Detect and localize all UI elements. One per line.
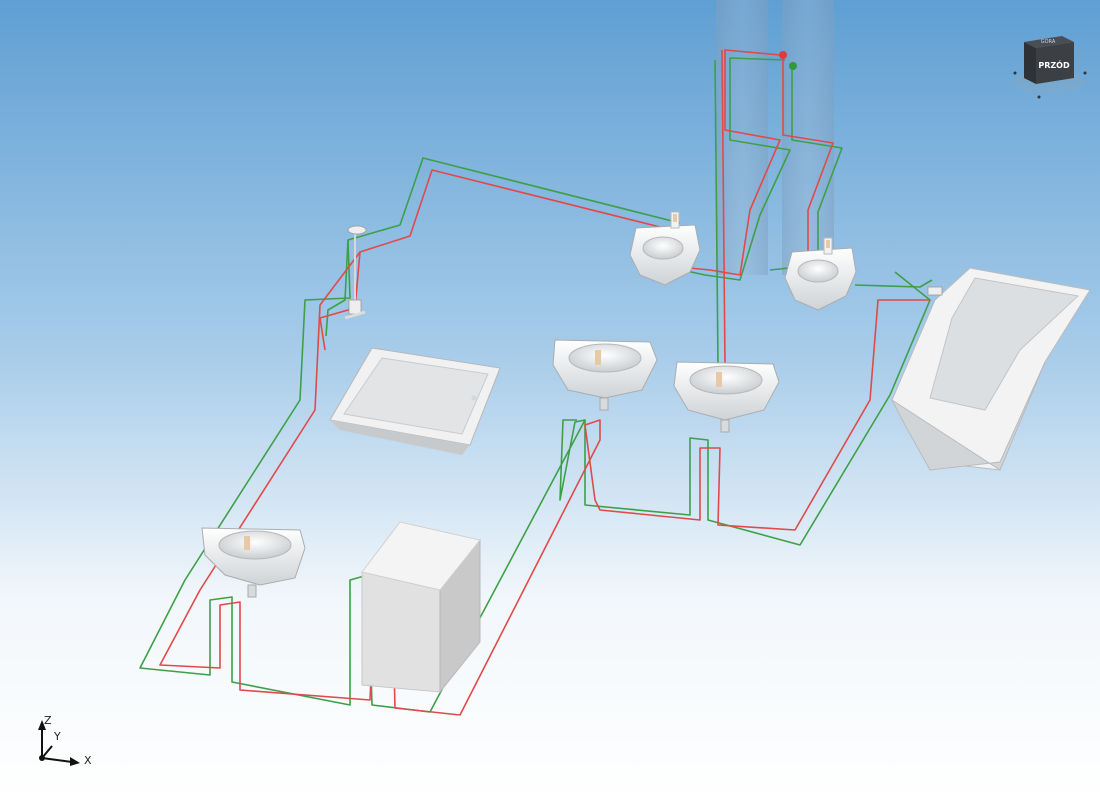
view-cube-top-label: GÓRA	[1041, 38, 1056, 45]
washbasin-center[interactable]	[552, 339, 658, 411]
x-axis-line	[41, 757, 73, 763]
washbasin-right[interactable]	[673, 361, 780, 433]
view-cube-handle-icon[interactable]	[1037, 95, 1041, 99]
axis-indicator: Z Y X	[38, 714, 92, 767]
z-axis-label: Z	[44, 714, 52, 727]
bathtub[interactable]	[890, 267, 1091, 471]
view-cube-top[interactable]	[1024, 36, 1074, 48]
washbasin-left[interactable]	[201, 527, 306, 598]
view-cube-handle-icon[interactable]	[1013, 71, 1017, 75]
hot-valve-icon[interactable]	[779, 51, 787, 59]
z-axis-arrow-icon	[38, 720, 46, 730]
shower-head[interactable]	[344, 225, 367, 320]
view-cube[interactable]: GÓRA PRZÓD	[1004, 26, 1094, 106]
wall-hung-bidet-right[interactable]	[784, 237, 857, 311]
vertical-risers	[716, 0, 834, 275]
x-axis-arrow-icon	[70, 757, 80, 766]
washing-machine[interactable]	[361, 521, 481, 694]
view-cube-front[interactable]	[1036, 42, 1074, 84]
view-cube-left[interactable]	[1024, 42, 1036, 84]
view-cube-handle-icon[interactable]	[1083, 71, 1087, 75]
cold-valve-icon[interactable]	[789, 62, 797, 70]
view-cube-front-label: PRZÓD	[1038, 59, 1070, 70]
riser-valves[interactable]	[779, 51, 797, 70]
hot-water-pipes[interactable]	[159, 49, 930, 716]
y-axis-label: Y	[53, 730, 61, 743]
x-axis-label: X	[84, 754, 92, 767]
axis-origin-icon	[39, 755, 45, 761]
wall-hung-toilet-left[interactable]	[629, 211, 701, 286]
shower-tray[interactable]	[329, 347, 501, 455]
